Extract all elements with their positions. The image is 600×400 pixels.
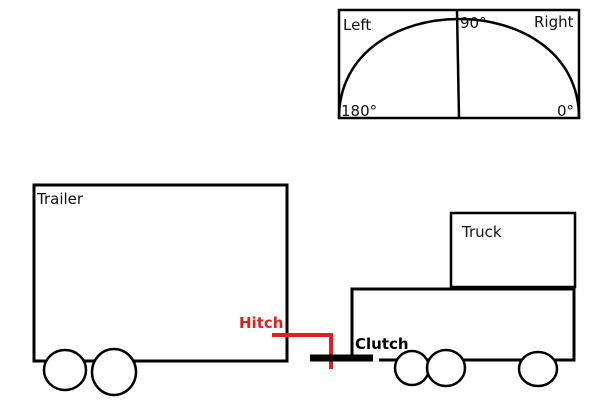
gauge-left-label: Left [343,16,371,34]
truck-wheel [425,348,467,388]
hitch-bar [272,333,333,369]
angle-gauge: Left Right 90° 180° 0° [337,8,581,120]
gauge-180-label: 180° [341,102,377,120]
truck-body [350,287,576,362]
gauge-90-label: 90° [460,14,487,32]
gauge-0-label: 0° [557,102,574,120]
trailer-body [32,183,289,363]
truck: Truck [350,211,577,388]
gauge-arc [337,17,581,119]
gauge-right-label: Right [534,13,574,31]
clutch-label: Clutch [355,335,409,353]
trailer-wheel [42,348,88,392]
truck-label: Truck [461,223,502,241]
hitch-label: Hitch [239,314,283,332]
trailer-label: Trailer [36,190,84,208]
truck-wheel [517,350,559,388]
trailer-wheel [90,347,138,397]
trailer: Trailer [32,183,289,397]
clutch: Clutch [310,335,409,362]
truck-cab [449,211,577,289]
truck-wheel [393,349,431,387]
gauge-center-line [455,10,461,119]
